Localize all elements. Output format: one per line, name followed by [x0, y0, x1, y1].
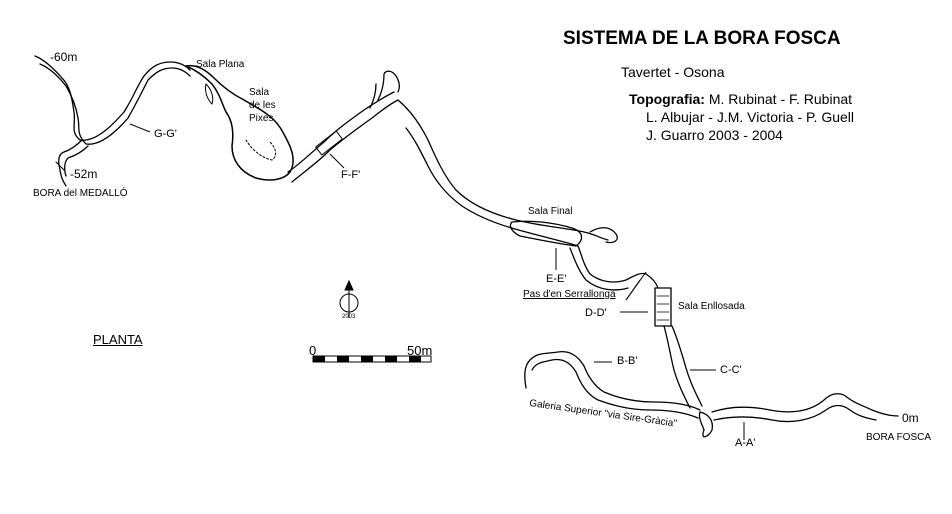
credits-line-1: M. Rubinat - F. Rubinat [708, 91, 853, 107]
section-label: A-A' [735, 437, 756, 449]
passage-outline [577, 245, 647, 283]
section-label: G-G' [154, 128, 177, 140]
depth-label: 0m [902, 411, 919, 425]
entrance-label: BORA del MEDALLÓ [33, 188, 128, 199]
chamber-detail [245, 139, 277, 161]
room-label: Sala Final [528, 206, 573, 217]
section-leader [329, 153, 345, 169]
passage-outline [589, 227, 618, 244]
region-label: Tavertet - Osona [621, 64, 725, 80]
chamber-detail [656, 295, 670, 321]
passage-segment [315, 130, 343, 156]
chamber-outline [185, 64, 294, 181]
passage-outline [405, 127, 579, 247]
credits-line-2: L. Albujar - J.M. Victoria - P. Guell [646, 109, 855, 125]
depth-label: -60m [50, 50, 78, 64]
map-title: SISTEMA DE LA BORA FOSCA [563, 28, 841, 49]
passage-outline [291, 99, 399, 183]
passage-outline [34, 55, 191, 141]
room-label: Pas d'en Serrallonga [523, 289, 616, 300]
passage-outline [663, 325, 691, 409]
passage-outline [645, 273, 659, 289]
passage-outline [39, 63, 191, 145]
entrance-marker [55, 161, 65, 171]
chamber-outline [509, 220, 583, 247]
chamber-outline [654, 287, 672, 327]
north-arrow [339, 279, 359, 318]
section-leader [625, 279, 641, 301]
room-label: Sala [249, 87, 270, 98]
passage-outline [64, 145, 89, 177]
section-label: E-E' [546, 273, 567, 285]
section-label: B-B' [617, 355, 638, 367]
passage-outline [377, 70, 400, 101]
credits-line-3: J. Guarro 2003 - 2004 [646, 127, 783, 143]
passage-outline [569, 247, 629, 291]
passage-outline [58, 139, 83, 187]
passage-outline [671, 325, 703, 407]
passage-outline [369, 83, 377, 109]
room-label: Pixes [249, 113, 274, 124]
scale-end-label: 50m [407, 343, 433, 358]
view-label: PLANTA [93, 332, 143, 347]
section-label: D-D' [585, 307, 607, 319]
scale-start-label: 0 [309, 343, 317, 358]
passage-outline [524, 350, 701, 411]
chamber-detail [205, 83, 214, 105]
survey-credits: Topografia: M. Rubinat - F. Rubinat L. A… [629, 90, 854, 144]
room-label: Sala Plana [196, 59, 245, 70]
scale-bar [312, 355, 432, 363]
room-label: Sala Enllosada [678, 301, 745, 312]
room-label: de les [249, 100, 276, 111]
compass-year: 2003 [342, 314, 356, 320]
entrance-label: BORA FOSCA [866, 432, 932, 443]
chamber-outline [698, 411, 714, 438]
credits-key: Topografia: [629, 91, 705, 107]
section-leader [129, 123, 151, 133]
passage-outline [397, 99, 609, 241]
depth-label: -52m [70, 167, 98, 181]
section-label: F-F' [341, 169, 361, 181]
passage-outline [711, 393, 899, 417]
passage-outline [287, 91, 395, 173]
section-label: C-C' [720, 364, 742, 376]
passage-outline [531, 358, 699, 419]
passage-outline [713, 404, 877, 423]
